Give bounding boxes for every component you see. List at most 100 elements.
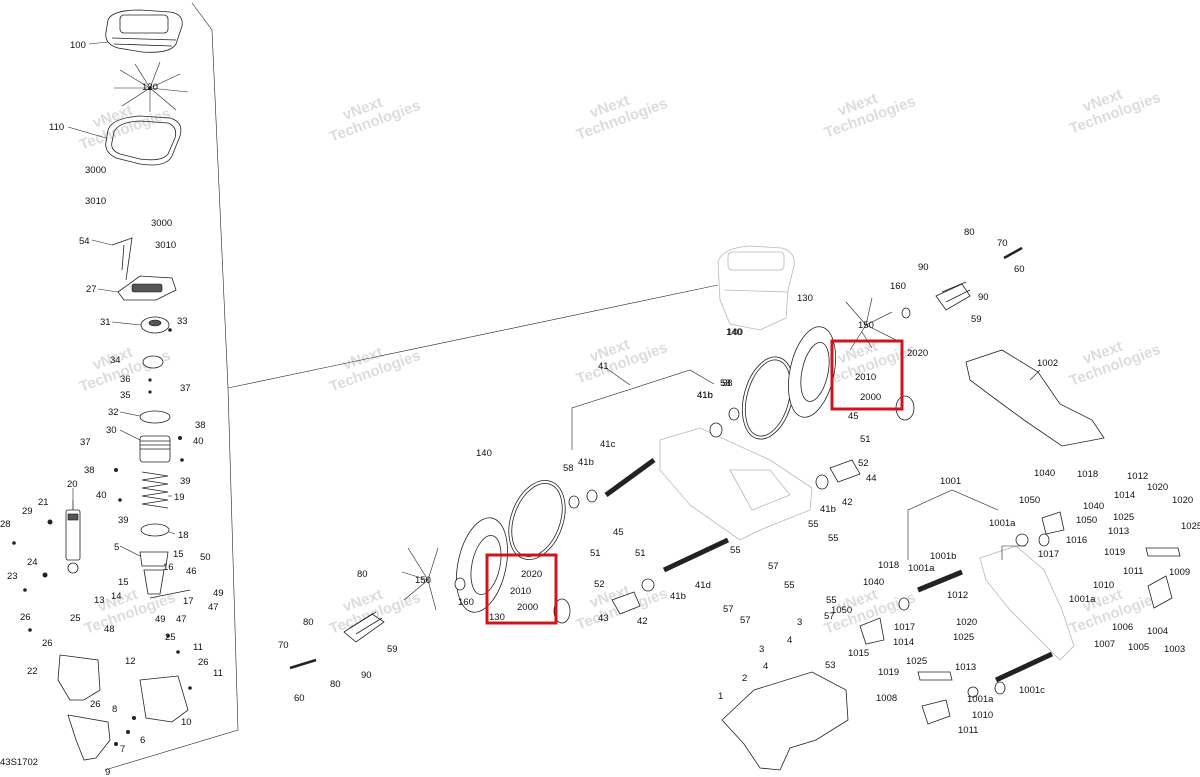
part-label: 3000: [151, 218, 172, 229]
rocker-5-part: [139, 551, 169, 567]
part-label: 54: [79, 236, 90, 247]
part-label: 1007: [1094, 639, 1115, 650]
piston-part: [139, 435, 171, 463]
part-label: 90: [978, 292, 989, 303]
bearing-2000-left-part: [553, 598, 571, 624]
part-label: 11: [213, 668, 223, 679]
part-label: 120: [142, 82, 158, 93]
part-label: 1019: [1104, 547, 1125, 558]
part-label: 26: [198, 657, 209, 668]
part-label: 2000: [860, 392, 881, 403]
part-label: 41b: [697, 390, 713, 401]
tensioner-59-left-part: [343, 611, 385, 643]
part-label: 45: [848, 411, 859, 422]
part-label: 21: [38, 497, 49, 508]
part-label: 26: [90, 699, 101, 710]
part-label: 1016: [1066, 535, 1087, 546]
part-label: 37: [80, 437, 91, 448]
part-label: 150: [415, 575, 431, 586]
part-label: 58: [722, 378, 733, 389]
part-label: 41c: [600, 439, 616, 450]
part-label: 1015: [848, 648, 869, 659]
part-label: 20: [67, 479, 78, 490]
part-label: 80: [357, 569, 368, 580]
part-label: 60: [1014, 264, 1025, 275]
part-label: 42: [637, 616, 648, 627]
part-label: 40: [193, 436, 204, 447]
part-label: 41b: [820, 504, 836, 515]
part-label: 30: [106, 425, 117, 436]
part-label: 1014: [893, 637, 914, 648]
part-label: 31: [100, 317, 111, 328]
shaft-1001c-part: [994, 651, 1054, 683]
part-label: 1020: [956, 617, 977, 628]
part-label: 59: [387, 644, 398, 655]
part-label: 43: [598, 613, 609, 624]
part-label: 35: [120, 390, 131, 401]
small-hardware-part: [12, 328, 192, 746]
part-label: 55: [784, 580, 795, 591]
part-label: 1020: [1147, 482, 1168, 493]
part-label: 2010: [855, 372, 876, 383]
cover-130-right-part: [788, 326, 836, 418]
part-label: 49: [155, 614, 166, 625]
part-label: 1002: [1037, 358, 1058, 369]
bolt-60-left-part: [289, 658, 317, 670]
part-label: 4: [787, 635, 792, 646]
part-label: 2: [742, 673, 747, 684]
part-label: 130: [797, 293, 813, 304]
part-label: 37: [180, 383, 191, 394]
cover-9-part: [67, 714, 111, 761]
part-label: 52: [594, 579, 605, 590]
part-label: 1005: [1128, 642, 1149, 653]
guard-1002-part: [965, 349, 1105, 447]
part-label: 1008: [876, 693, 897, 704]
gasket-140-left-inner: [511, 483, 563, 557]
part-1016: [1041, 511, 1065, 535]
part-label: 47: [208, 602, 219, 613]
part-label: 5: [114, 542, 119, 553]
part-34: [142, 355, 164, 369]
left-column-frame: [104, 2, 719, 771]
part-label: 48: [104, 624, 115, 635]
part-label: 70: [997, 238, 1008, 249]
part-label: 90: [361, 670, 372, 681]
part-label: 53: [825, 660, 836, 671]
part-label: 29: [22, 506, 33, 517]
part-label: 11: [193, 642, 203, 653]
shock-absorber-part: [65, 500, 81, 574]
part-label: 1001b: [930, 551, 956, 562]
part-label: 46: [186, 566, 197, 577]
part-label: 90: [918, 262, 929, 273]
part-label: 55: [808, 519, 819, 530]
part-43: [611, 591, 641, 615]
part-label: 44: [866, 473, 877, 484]
part-label: 13: [94, 595, 105, 606]
part-label: 45: [613, 527, 624, 538]
housing-10-part: [139, 675, 189, 723]
part-label: 3: [797, 617, 802, 628]
part-label: 41: [598, 361, 609, 372]
part-label: 34: [110, 355, 121, 366]
part-label: 70: [278, 640, 289, 651]
part-label: 4: [763, 661, 768, 672]
part-label: 1017: [1038, 549, 1059, 560]
part-label: 1001a: [967, 694, 994, 705]
part-label: 55: [730, 545, 741, 556]
part-label: 40: [96, 490, 107, 501]
shaft-41c-part: [604, 457, 656, 498]
part-label: 57: [740, 615, 751, 626]
part-label: 41b: [697, 390, 713, 401]
part-label: 1012: [947, 590, 968, 601]
part-label: 1004: [1147, 626, 1168, 637]
part-label: 57: [824, 611, 835, 622]
shaft-41d-part: [662, 537, 730, 573]
part-label: 1019: [878, 667, 899, 678]
bushings-part: [454, 307, 1050, 698]
spring-seat-part: [140, 523, 170, 537]
part-label: 1010: [972, 710, 993, 721]
part-44: [829, 459, 861, 483]
swing-arm-1001-part: [979, 545, 1075, 661]
diagram-code-label: 43S1702: [0, 757, 38, 768]
